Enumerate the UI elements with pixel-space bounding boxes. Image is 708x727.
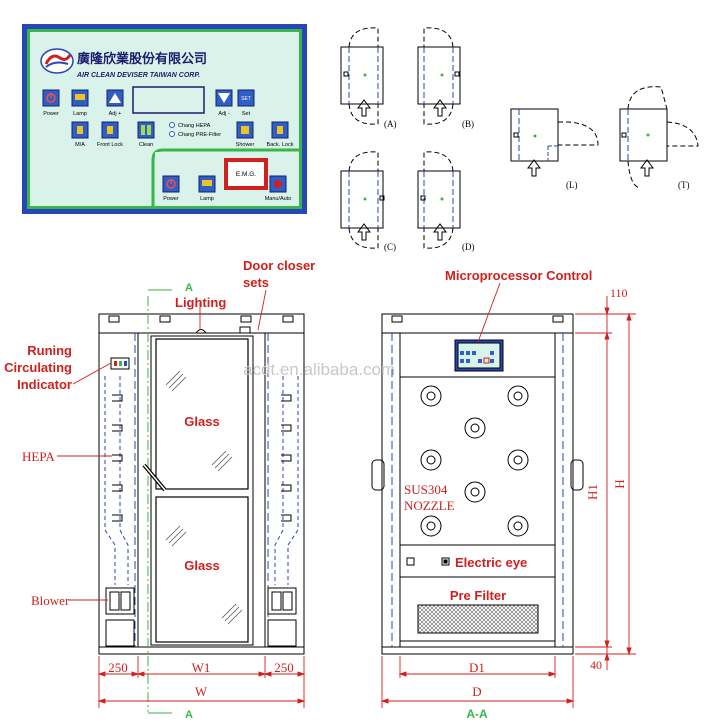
dim-right: 250 bbox=[274, 660, 294, 675]
front-lock-label: Front Lock bbox=[97, 142, 123, 148]
hepa-indicator-light bbox=[169, 122, 175, 128]
dim-left: 250 bbox=[108, 660, 128, 675]
back-lock-label: Back. Lock bbox=[267, 142, 294, 148]
layout-label-l: (L) bbox=[566, 180, 578, 190]
pre-filter-label: Pre Filter bbox=[450, 588, 506, 603]
dim-h1: H1 bbox=[585, 484, 600, 500]
manual-auto-button[interactable] bbox=[269, 175, 287, 193]
layout-b bbox=[417, 27, 461, 125]
section-mark-top: A bbox=[185, 282, 193, 294]
set-button[interactable] bbox=[237, 89, 255, 107]
microprocessor-label: Microprocessor Control bbox=[445, 268, 592, 283]
nozzle-label-1: SUS304 bbox=[404, 482, 448, 497]
control-panel: 廣隆欣業股份有限公司 AIR CLEAN DEVISER TAIWAN CORP… bbox=[22, 24, 307, 214]
layout-a bbox=[340, 27, 384, 125]
front-view-dimensions bbox=[57, 289, 306, 714]
emg-label: E.M.G. bbox=[236, 171, 256, 178]
layout-t bbox=[619, 86, 699, 189]
prefilter-indicator-light bbox=[169, 131, 175, 137]
layout-c bbox=[340, 151, 385, 249]
door-closer-label: Door closer bbox=[243, 258, 315, 273]
layout-label-b: (B) bbox=[462, 119, 474, 129]
layout-label-c: (C) bbox=[384, 242, 396, 252]
hepa-label: HEPA bbox=[22, 449, 55, 464]
company-name-cn: 廣隆欣業股份有限公司 bbox=[77, 51, 207, 66]
lamp-label: Lamp bbox=[73, 111, 87, 117]
adj-minus-button[interactable] bbox=[215, 89, 233, 107]
layout-labels: (A) (B) (C) (D) (L) (T) bbox=[384, 119, 690, 252]
power2-button[interactable] bbox=[162, 175, 180, 193]
display-screen bbox=[132, 86, 205, 114]
dim-bottom: 40 bbox=[590, 658, 602, 672]
hepa-indicator-label: Chang HEPA bbox=[178, 123, 211, 129]
layout-l bbox=[510, 108, 599, 177]
watermark: acdt.en.alibaba.com bbox=[243, 360, 395, 379]
power2-label: Power bbox=[163, 196, 179, 202]
lighting-label: Lighting bbox=[175, 295, 226, 310]
door-closer-label-2: sets bbox=[243, 275, 269, 290]
company-name-en: AIR CLEAN DEVISER TAIWAN CORP. bbox=[76, 72, 200, 79]
side-view-labels: Microprocessor Control SUS304 NOZZLE Ele… bbox=[404, 268, 628, 721]
shower-label: Shower bbox=[236, 142, 255, 148]
side-view bbox=[371, 313, 584, 655]
set-key-text: SET bbox=[241, 96, 251, 102]
dim-w: W bbox=[195, 684, 208, 699]
clean-button[interactable] bbox=[137, 121, 155, 139]
set-label: Set bbox=[242, 111, 251, 117]
emg-button[interactable] bbox=[224, 158, 268, 190]
layout-options bbox=[340, 27, 699, 249]
front-lock-button[interactable] bbox=[101, 121, 119, 139]
ma-button[interactable] bbox=[71, 121, 89, 139]
blower-label: Blower bbox=[31, 593, 70, 608]
layout-label-d: (D) bbox=[462, 242, 475, 252]
dim-d: D bbox=[472, 684, 481, 699]
layout-d bbox=[417, 151, 461, 249]
adj-plus-label: Adj + bbox=[109, 111, 122, 117]
lamp-button[interactable] bbox=[71, 89, 89, 107]
adj-minus-label: Adj - bbox=[218, 111, 229, 117]
electric-eye-label: Electric eye bbox=[455, 555, 527, 570]
clean-label: Clean bbox=[139, 142, 153, 148]
ma-label: M/A bbox=[75, 142, 85, 148]
lamp2-button[interactable] bbox=[198, 175, 216, 193]
front-view-labels: A A Lighting Door closer sets Runing Cir… bbox=[4, 258, 315, 721]
power-label: Power bbox=[43, 111, 59, 117]
circulating-label: Circulating bbox=[4, 360, 72, 375]
lamp2-label: Lamp bbox=[200, 196, 214, 202]
manual-auto-label: Manu/Auto bbox=[265, 196, 292, 202]
shower-button[interactable] bbox=[236, 121, 254, 139]
glass-bottom-label: Glass bbox=[184, 558, 219, 573]
power-button[interactable] bbox=[42, 89, 60, 107]
section-title: A-A bbox=[466, 707, 488, 721]
dim-d1: D1 bbox=[469, 660, 485, 675]
side-view-dimensions bbox=[380, 282, 636, 708]
prefilter-indicator-label: Chang PRE-Filter bbox=[178, 132, 221, 138]
back-lock-button[interactable] bbox=[271, 121, 289, 139]
layout-label-t: (T) bbox=[678, 180, 690, 190]
nozzle-label-2: NOZZLE bbox=[404, 498, 455, 513]
company-logo bbox=[40, 48, 74, 74]
front-view bbox=[98, 296, 305, 712]
glass-top-label: Glass bbox=[184, 414, 219, 429]
dim-top: 110 bbox=[610, 286, 628, 300]
adj-plus-button[interactable] bbox=[106, 89, 124, 107]
indicator-label: Indicator bbox=[17, 377, 72, 392]
dim-w1: W1 bbox=[192, 660, 211, 675]
runing-label: Runing bbox=[27, 343, 72, 358]
dim-h: H bbox=[612, 479, 627, 488]
layout-label-a: (A) bbox=[384, 119, 397, 129]
section-mark-bottom: A bbox=[185, 709, 193, 721]
